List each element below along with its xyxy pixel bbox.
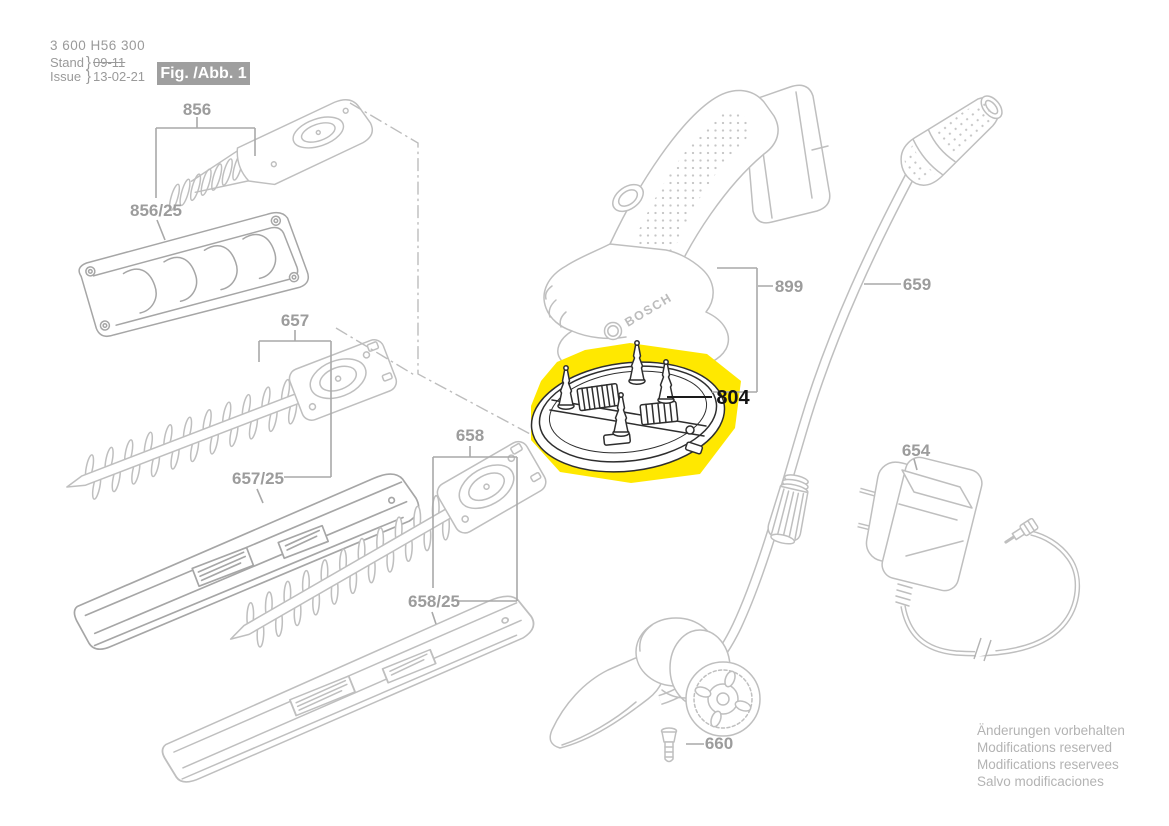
- modifications-notice: Änderungen vorbehalten Modifications res…: [977, 722, 1125, 790]
- part-804-drawing[interactable]: [525, 340, 731, 483]
- wheel-unit-drawing: [549, 617, 761, 763]
- issue-label: Issue: [50, 69, 82, 84]
- charge-connector: [1004, 517, 1039, 544]
- part-label-657[interactable]: 657: [281, 311, 309, 330]
- cover-856-25-drawing: [78, 211, 310, 338]
- revision-old: 09-11: [93, 55, 126, 70]
- revision-date: 13-02-21: [93, 69, 146, 84]
- part-label-654[interactable]: 654: [902, 441, 931, 460]
- leader-lines: [155, 117, 918, 745]
- notice-line-en: Modifications reserved: [977, 740, 1113, 755]
- part-label-658-25[interactable]: 658/25: [408, 592, 460, 611]
- notice-line-fr: Modifications reservees: [977, 757, 1119, 772]
- grip-texture: [635, 111, 750, 273]
- pole-coupler: [767, 474, 809, 545]
- sheath-658-25-drawing: [154, 587, 543, 789]
- blade-657-drawing: [56, 336, 401, 513]
- document-number: 3 600 H56 300: [50, 38, 146, 53]
- revision-table: Stand } 09-11 Issue } 13-02-21: [50, 54, 147, 85]
- figure-header: 3 600 H56 300 Stand } 09-11 Issue } 13-0…: [50, 38, 147, 84]
- notice-line-es: Salvo modificaciones: [977, 774, 1104, 789]
- blade-856-drawing: [168, 99, 373, 212]
- brace-glyph: }: [85, 54, 91, 71]
- figure-number-box: Fig. /Abb. 1: [157, 62, 250, 85]
- part-label-657-25[interactable]: 657/25: [232, 469, 284, 488]
- part-label-658[interactable]: 658: [456, 426, 484, 445]
- charger-drawing: [857, 456, 1081, 662]
- part-label-856-25[interactable]: 856/25: [130, 201, 182, 220]
- part-label-856[interactable]: 856: [183, 100, 211, 119]
- pole-grip: [900, 95, 1003, 186]
- part-label-899[interactable]: 899: [775, 277, 803, 296]
- stand-label: Stand: [50, 55, 84, 70]
- brace-glyph: }: [85, 68, 91, 85]
- center-line: [335, 327, 417, 377]
- part-label-660[interactable]: 660: [705, 734, 733, 753]
- screw-660-drawing: [660, 727, 678, 763]
- center-line: [349, 102, 561, 451]
- tool-body-drawing: [543, 84, 831, 378]
- notice-line-de: Änderungen vorbehalten: [977, 723, 1125, 738]
- part-label-804-selected[interactable]: 804: [716, 387, 750, 409]
- part-label-659[interactable]: 659: [903, 275, 931, 294]
